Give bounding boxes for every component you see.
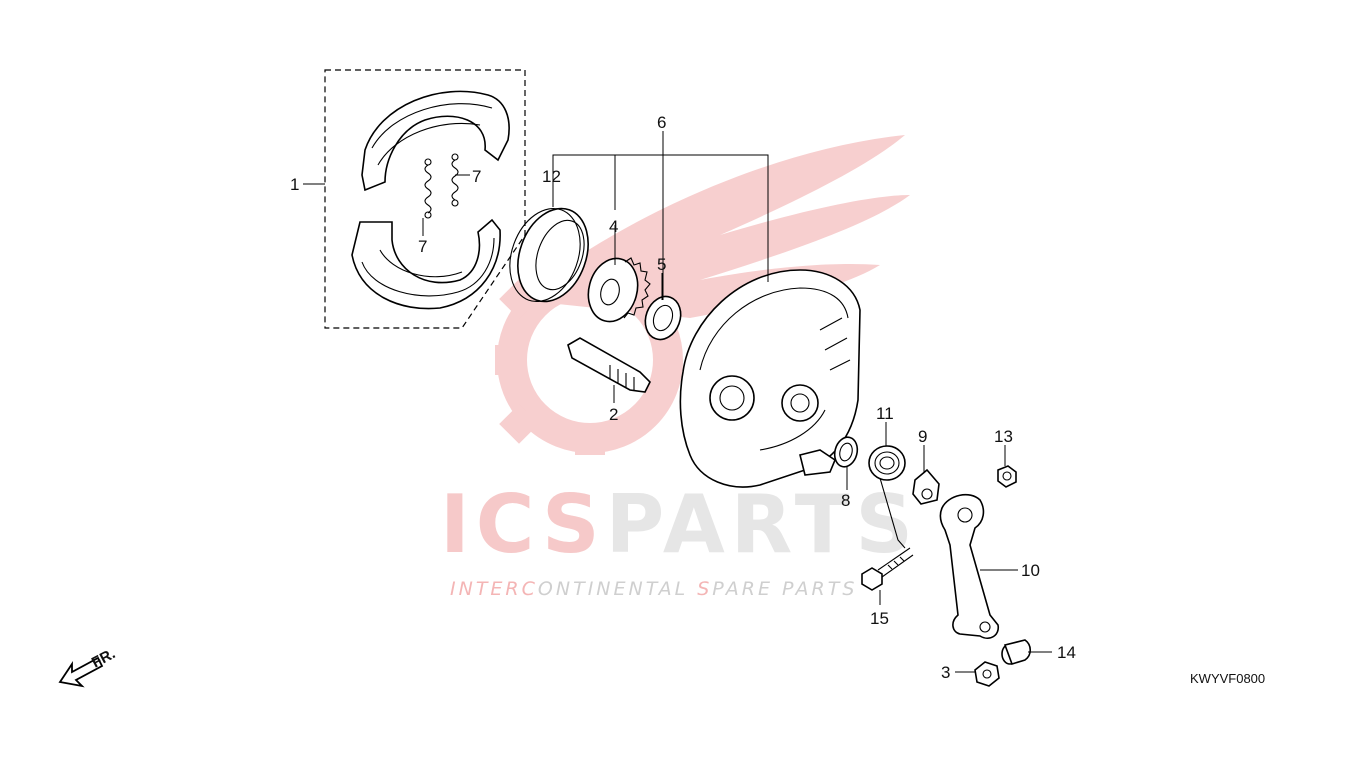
watermark-tagline-part: ONTINENTAL <box>538 578 697 600</box>
flange-bolt <box>861 547 914 591</box>
callout-8: 8 <box>841 491 850 510</box>
callout-11: 11 <box>876 404 894 423</box>
watermark-tagline-part: PARE PARTS <box>712 578 857 600</box>
callout-9: 9 <box>918 427 927 446</box>
callouts: 1 2 3 4 5 6 7 7 8 9 10 11 12 13 14 15 <box>290 113 1076 682</box>
brake-shoe-set <box>324 69 526 329</box>
speedometer-gear <box>587 257 651 323</box>
callout-4: 4 <box>609 217 618 236</box>
front-direction-indicator: FR. <box>58 645 118 688</box>
adjusting-nut <box>974 661 1000 687</box>
watermark-tagline-part: S <box>697 578 712 600</box>
lower-brake-shoe <box>351 218 501 310</box>
leader-lines <box>303 131 1052 673</box>
callout-15: 15 <box>870 609 889 628</box>
watermark-tagline-part: C <box>522 578 538 600</box>
oil-seal <box>509 207 589 303</box>
callout-7-upper: 7 <box>472 167 481 186</box>
shoe-spring-right <box>451 153 459 207</box>
callout-14: 14 <box>1057 643 1076 662</box>
watermark-brand-red: ICS <box>440 478 606 571</box>
callout-6: 6 <box>657 113 666 132</box>
brake-arm <box>939 493 1000 640</box>
shoe-set-boundary <box>324 69 526 329</box>
watermark-tagline: INTERCONTINENTAL SPARE PARTS <box>450 578 857 600</box>
brake-cam <box>567 337 651 393</box>
dust-seal <box>833 436 859 468</box>
watermark-brand-gray: PARTS <box>606 478 919 571</box>
callout-12: 12 <box>542 167 561 186</box>
callout-1: 1 <box>290 175 299 194</box>
upper-brake-shoe <box>361 90 510 192</box>
callout-13: 13 <box>994 427 1013 446</box>
brake-rod-joint <box>1001 639 1032 665</box>
group-bracket <box>552 150 769 282</box>
callout-7-lower: 7 <box>418 237 427 256</box>
callout-3: 3 <box>941 663 950 682</box>
callout-5: 5 <box>657 255 666 274</box>
front-arrow-icon <box>58 656 104 688</box>
watermark-tagline-part: INTER <box>450 578 522 600</box>
diagram-code: KWYVF0800 <box>1190 671 1265 686</box>
thrust-washer <box>644 295 682 341</box>
brake-panel <box>679 269 861 488</box>
shoe-spring-left <box>424 158 432 219</box>
wear-indicator-plate <box>912 468 940 505</box>
callout-2: 2 <box>609 405 618 424</box>
watermark-brand: ICSPARTS <box>440 478 919 571</box>
brake-arm-return-spring <box>868 445 906 549</box>
callout-10: 10 <box>1021 561 1040 580</box>
flange-nut <box>997 465 1017 488</box>
